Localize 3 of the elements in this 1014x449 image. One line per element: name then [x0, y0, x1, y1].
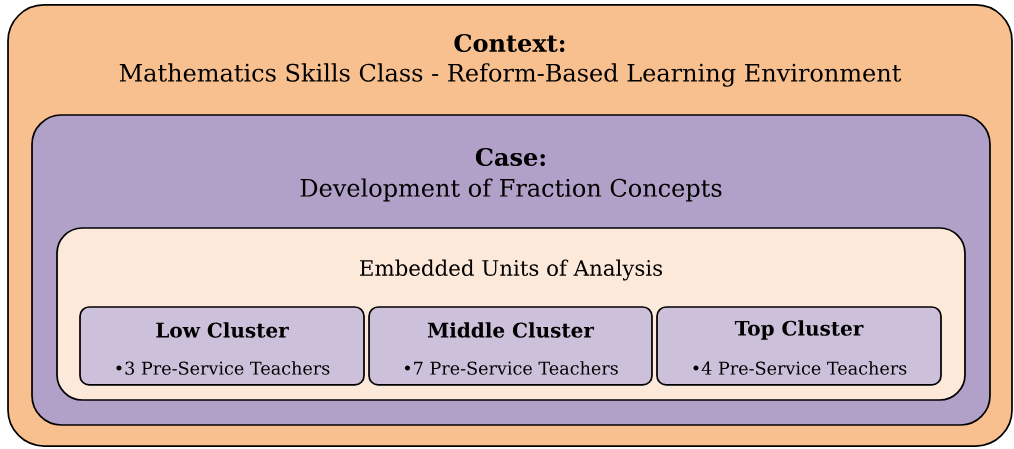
- cluster-box: Middle Cluster •7 Pre-Service Teachers: [368, 306, 653, 386]
- cluster-box: Low Cluster •3 Pre-Service Teachers: [79, 306, 365, 386]
- cluster-box: Top Cluster •4 Pre-Service Teachers: [656, 306, 942, 386]
